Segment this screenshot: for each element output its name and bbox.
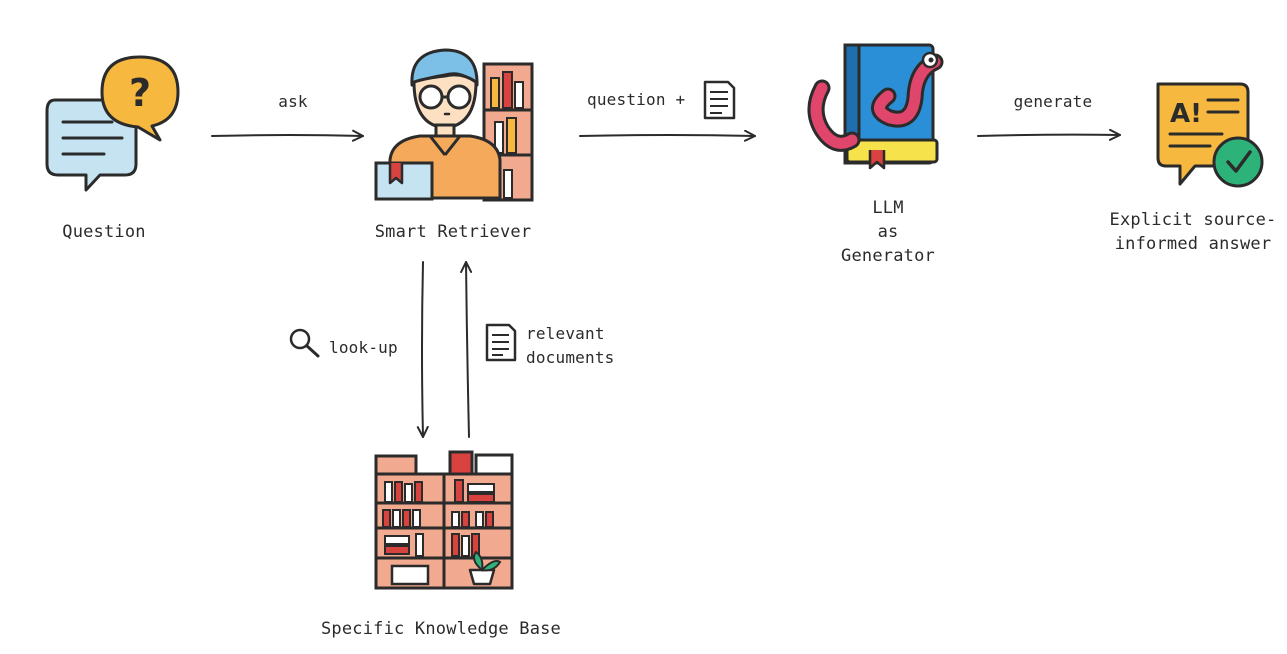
edge-ask-label: ask [278, 92, 308, 111]
llm-label-line2: as [877, 222, 899, 242]
llm-label-line3: Generator [841, 246, 935, 266]
magnifier-icon [289, 328, 320, 358]
knowledge-base-bookshelf-icon [374, 450, 514, 590]
arrow-ask [211, 129, 364, 142]
answer-ai-glyph: A! [1170, 99, 1202, 129]
answer-document-icon: A! [1156, 82, 1264, 188]
edge-lookup-label: look-up [329, 338, 398, 357]
knowledge-base-label: Specific Knowledge Base [320, 619, 562, 639]
arrow-lookup [416, 261, 429, 438]
question-bubble-icon: ? [45, 55, 180, 192]
relevant-documents-icon [485, 323, 517, 362]
smart-retriever-label: Smart Retriever [374, 222, 532, 242]
arrow-generate [977, 128, 1121, 141]
edge-relevant-label-line1: relevant [526, 324, 605, 343]
question-mark-glyph: ? [129, 71, 151, 115]
edge-question-plus-label: question + [587, 90, 686, 109]
arrow-question-plus [579, 129, 756, 142]
answer-label-line2: informed answer [1114, 234, 1272, 254]
arrow-relevant-documents [460, 261, 473, 438]
answer-label-line1: Explicit source- [1109, 210, 1277, 230]
llm-bookworm-icon [807, 43, 944, 170]
document-icon [703, 80, 736, 120]
edge-generate-label: generate [1013, 92, 1093, 111]
edge-relevant-label-line2: documents [526, 348, 615, 367]
llm-label-line1: LLM [872, 198, 904, 218]
question-label: Question [62, 222, 146, 242]
smart-retriever-icon [374, 48, 534, 202]
